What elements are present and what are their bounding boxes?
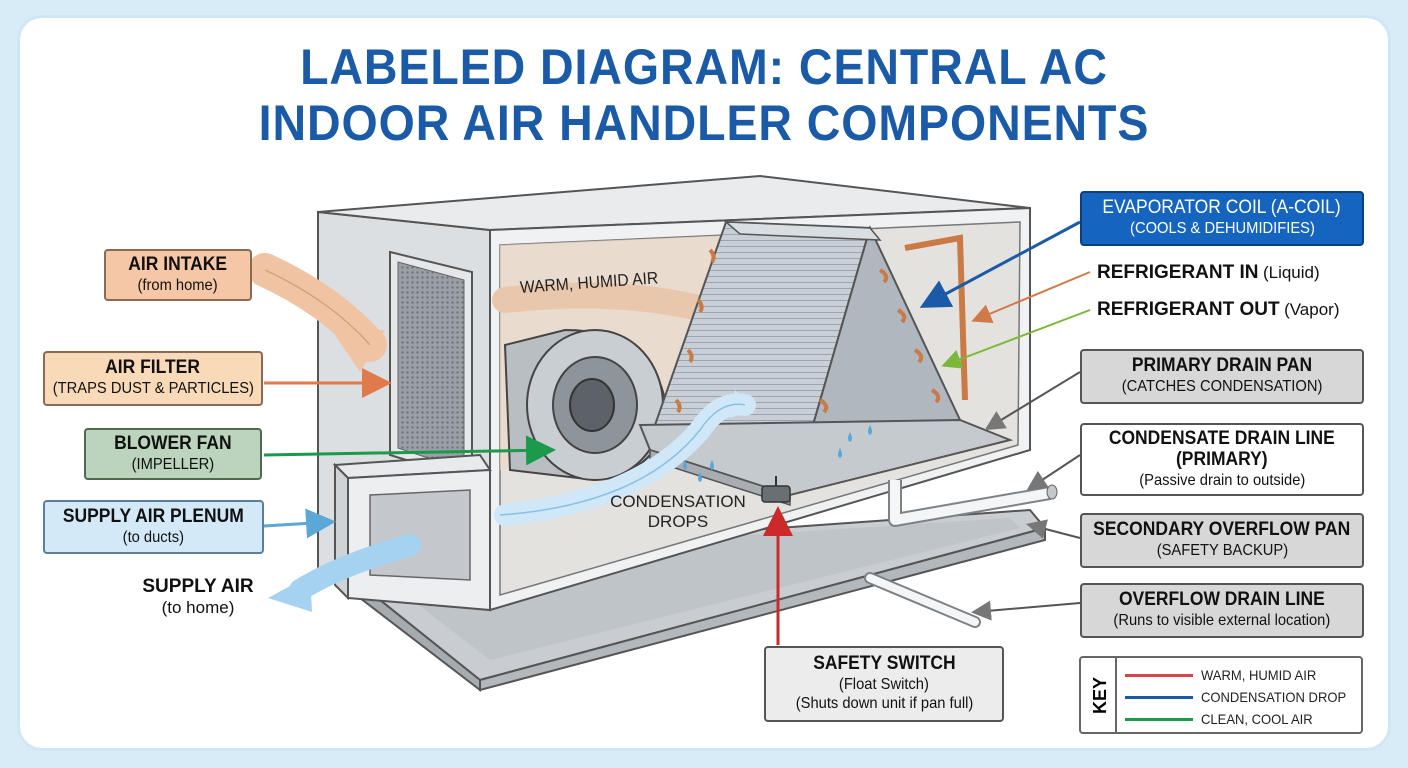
safety-switch-heading: SAFETY SWITCH [812, 653, 956, 675]
secondary-overflow-pan [327, 508, 1047, 693]
condensation-drops [683, 425, 872, 482]
supply-plenum-heading: SUPPLY AIR PLENUM [62, 505, 244, 527]
overflow-drain-pipe [864, 572, 981, 628]
overflow-line-heading: OVERFLOW DRAIN LINE [1119, 589, 1325, 611]
refrigerant-out-heading: REFRIGERANT OUT [1097, 299, 1280, 320]
drain-line-sub: (Passive drain to outside) [1138, 471, 1306, 489]
legend-key: KEY WARM, HUMID AIR CONDENSATION DROP CL… [1079, 656, 1363, 734]
refrigerant-pipe [904, 234, 968, 401]
label-supply-air: SUPPLY AIR (to home) [138, 576, 258, 618]
label-air-intake: AIR INTAKE (from home) [104, 249, 252, 301]
label-evaporator-coil: EVAPORATOR COIL (A-COIL) (COOLS & DEHUMI… [1080, 191, 1364, 246]
condensation-line-1: CONDENSATION [610, 492, 746, 511]
supply-air-heading: SUPPLY AIR [142, 576, 254, 597]
label-blower-fan: BLOWER FAN (IMPELLER) [84, 428, 262, 480]
supply-plenum-sub: (to ducts) [122, 528, 185, 546]
supply-air-sub: (to home) [161, 598, 235, 617]
refrigerant-in-sub: (Liquid) [1262, 263, 1320, 282]
evaporator-heading: EVAPORATOR COIL (A-COIL) [1102, 197, 1342, 219]
legend-row-condensation: CONDENSATION DROP [1125, 686, 1360, 708]
drain-line-heading-2: (PRIMARY) [1176, 448, 1268, 470]
legend-row-warm: WARM, HUMID AIR [1125, 664, 1360, 686]
primary-drain-pipe [888, 480, 1058, 527]
blower-fan [503, 328, 667, 482]
supply-plenum-box [332, 453, 492, 612]
drain-line-heading-1: CONDENSATE DRAIN LINE [1109, 428, 1335, 450]
legend-swatch-cool [1125, 718, 1193, 721]
legend-key-title: KEY [1085, 658, 1117, 732]
secondary-pan-sub: (SAFETY BACKUP) [1156, 542, 1288, 560]
label-refrigerant-out: REFRIGERANT OUT (Vapor) [1097, 299, 1340, 321]
air-filter-sub: (TRAPS DUST & PARTICLES) [52, 380, 254, 398]
label-secondary-overflow-pan: SECONDARY OVERFLOW PAN (SAFETY BACKUP) [1080, 513, 1364, 568]
legend-label-condensation: CONDENSATION DROP [1201, 689, 1347, 705]
condensation-line-2: DROPS [647, 511, 709, 531]
label-overflow-drain-line: OVERFLOW DRAIN LINE (Runs to visible ext… [1080, 583, 1364, 638]
leader-lines [263, 220, 1091, 645]
primary-pan-sub: (CATCHES CONDENSATION) [1121, 378, 1323, 396]
primary-pan-heading: PRIMARY DRAIN PAN [1131, 355, 1313, 377]
label-refrigerant-in: REFRIGERANT IN (Liquid) [1097, 262, 1320, 284]
legend-row-cool: CLEAN, COOL AIR [1125, 708, 1360, 730]
air-intake-sub: (from home) [137, 276, 219, 294]
legend-label-cool: CLEAN, COOL AIR [1201, 711, 1313, 727]
refrigerant-out-sub: (Vapor) [1284, 300, 1340, 319]
float-switch [761, 476, 791, 503]
condensation-drops-text: CONDENSATION DROPS [608, 492, 748, 531]
air-filter-heading: AIR FILTER [105, 357, 201, 379]
evaporator-sub: (COOLS & DEHUMIDIFIES) [1129, 220, 1315, 238]
safety-switch-sub-1: (Float Switch) [839, 676, 929, 694]
blower-fan-heading: BLOWER FAN [114, 432, 232, 454]
air-intake-heading: AIR INTAKE [128, 253, 228, 275]
label-safety-switch: SAFETY SWITCH (Float Switch) (Shuts down… [764, 646, 1004, 722]
blower-fan-sub: (IMPELLER) [131, 455, 215, 473]
label-primary-drain-pan: PRIMARY DRAIN PAN (CATCHES CONDENSATION) [1080, 349, 1364, 404]
legend-key-title-text: KEY [1089, 676, 1110, 714]
legend-swatch-condensation [1125, 696, 1193, 699]
title-line-1: LABELED DIAGRAM: CENTRAL AC [300, 39, 1108, 95]
label-air-filter: AIR FILTER (TRAPS DUST & PARTICLES) [43, 351, 263, 406]
refrigerant-in-heading: REFRIGERANT IN [1097, 262, 1259, 283]
secondary-pan-heading: SECONDARY OVERFLOW PAN [1093, 519, 1351, 541]
filter-panel [389, 250, 473, 482]
safety-switch-sub-2: (Shuts down unit if pan full) [795, 695, 973, 713]
legend-label-warm: WARM, HUMID AIR [1201, 667, 1317, 683]
overflow-line-sub: (Runs to visible external location) [1113, 612, 1331, 630]
label-condensate-drain-line: CONDENSATE DRAIN LINE (PRIMARY) (Passive… [1080, 423, 1364, 496]
legend-swatch-warm [1125, 674, 1193, 677]
title-line-2: INDOOR AIR HANDLER COMPONENTS [258, 95, 1150, 151]
label-supply-plenum: SUPPLY AIR PLENUM (to ducts) [43, 500, 264, 554]
